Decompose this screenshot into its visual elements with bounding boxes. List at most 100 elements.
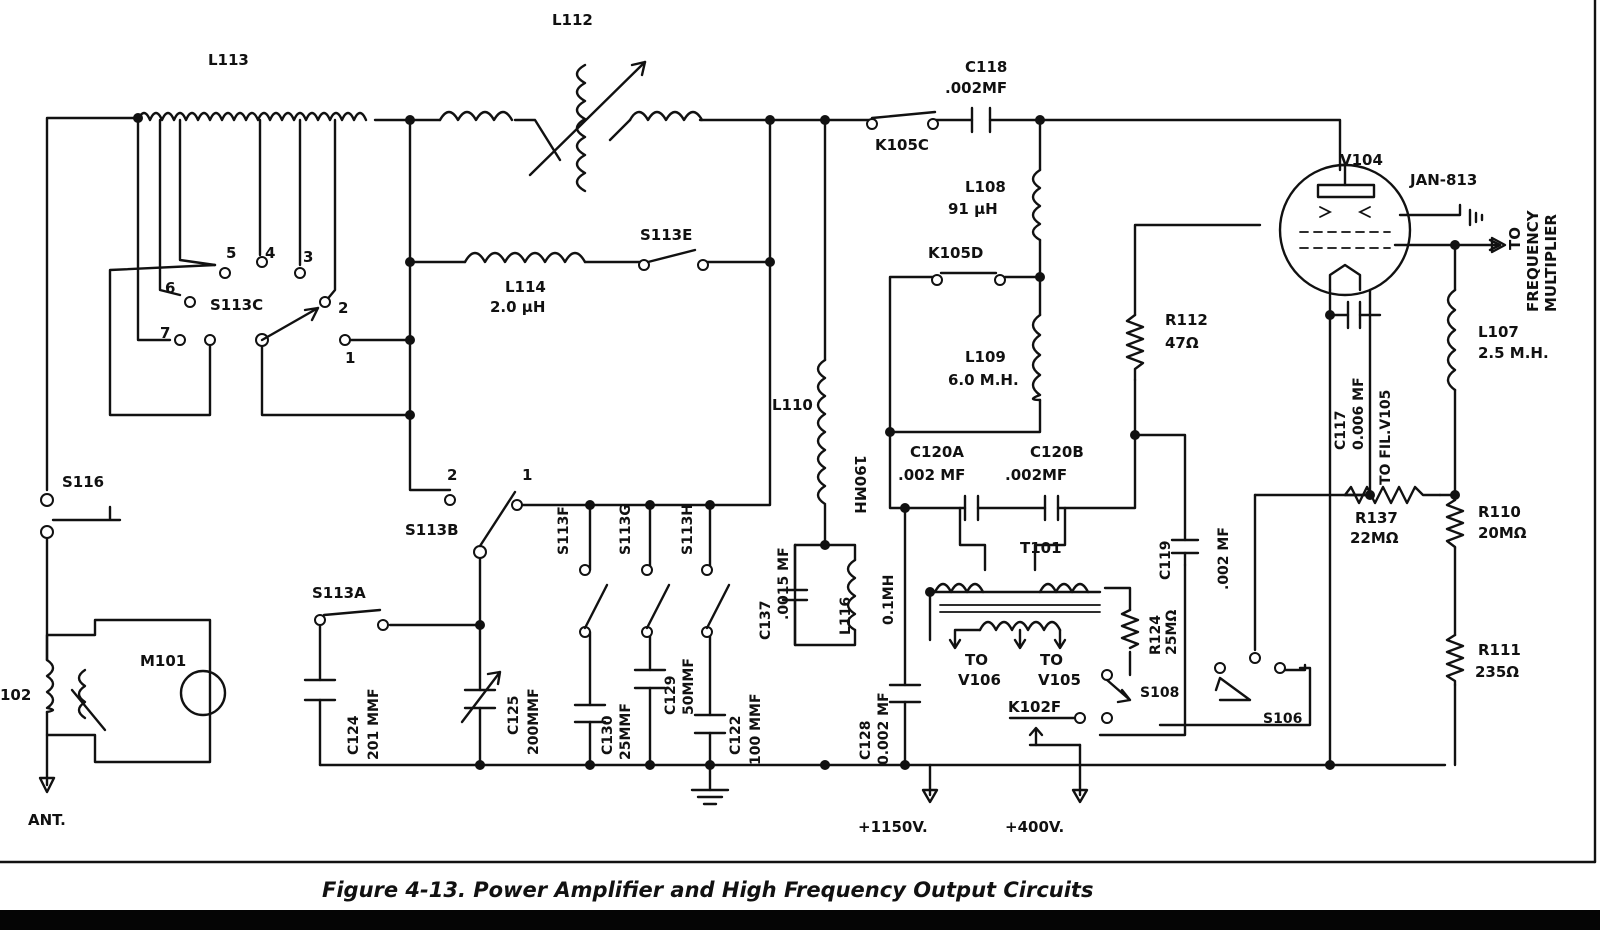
label-pos-4: 4	[265, 244, 275, 262]
resistor-r137	[1343, 485, 1442, 505]
label-pos-3: 3	[303, 248, 313, 266]
label-r110-value: 20MΩ	[1478, 524, 1527, 542]
meter-m101	[179, 669, 227, 717]
label-c122: C122	[728, 716, 744, 756]
label-multiplier: MULTIPLIER	[1542, 214, 1560, 312]
label-r111-value: 235Ω	[1475, 663, 1519, 681]
label-r137: R137	[1355, 509, 1398, 527]
label-to-fil-v105: TO FIL.V105	[1378, 390, 1394, 485]
label-l114-value: 2.0 µH	[490, 298, 545, 316]
label-c122-value: 100 MMF	[748, 693, 764, 765]
label-r124-value: 25MΩ	[1164, 610, 1180, 655]
label-s116: S116	[62, 473, 104, 491]
inductor-l112-left	[438, 110, 514, 122]
label-c117: C117	[1333, 411, 1349, 451]
label-c129-value: 50MMF	[681, 658, 697, 715]
label-pos-6: 6	[165, 279, 175, 297]
label-c118: C118	[965, 58, 1007, 76]
label-s113b-1: 1	[522, 466, 532, 484]
label-c128-value: 0.002 MF	[876, 692, 892, 765]
capacitor-c124	[303, 678, 337, 702]
label-ant: ANT.	[28, 811, 66, 829]
label-r137-value: 22MΩ	[1350, 529, 1399, 547]
capacitor-c125	[460, 670, 502, 724]
transformer-t101	[933, 582, 1101, 650]
resistor-r124	[1120, 608, 1140, 650]
inductor-l112-variable	[528, 60, 647, 193]
label-plus-400v: +400V.	[1005, 818, 1064, 836]
resistor-r112	[1125, 313, 1145, 382]
capacitor-c137	[781, 543, 809, 647]
label-r112: R112	[1165, 311, 1208, 329]
label-l116-value: 0.1MH	[881, 575, 897, 625]
capacitor-c119	[1170, 538, 1200, 567]
label-l113: L113	[208, 51, 249, 69]
label-l108-value: 91 µH	[948, 200, 998, 218]
resistor-r110	[1445, 498, 1465, 550]
label-l116: L116	[838, 597, 854, 635]
label-s113a: S113A	[312, 584, 366, 602]
label-l107-value: 2.5 M.H.	[1478, 344, 1549, 362]
antenna-arrow	[38, 776, 56, 794]
inductor-l110	[816, 358, 827, 506]
label-s113c: S113C	[210, 296, 263, 314]
label-plus-1150v: +1150V.	[858, 818, 928, 836]
label-l110-value: 190MH	[851, 455, 869, 514]
label-c129: C129	[663, 676, 679, 716]
inductor-l109	[1031, 313, 1042, 402]
label-to-frequency: TO	[1506, 227, 1524, 250]
label-l107: L107	[1478, 323, 1519, 341]
label-s108: S108	[1140, 685, 1179, 701]
label-v105: V105	[1038, 671, 1081, 689]
label-c125-value: 200MMF	[526, 688, 542, 755]
label-m101: M101	[140, 652, 186, 670]
inductor-l108	[1031, 168, 1042, 242]
junctions	[133, 113, 1460, 770]
capacitor-c117	[1346, 300, 1362, 330]
label-l109: L109	[965, 348, 1006, 366]
label-k102f: K102F	[1008, 698, 1061, 716]
label-pos-2: 2	[338, 299, 348, 317]
label-v104-type: JAN-813	[1409, 171, 1477, 189]
capacitor-c122	[693, 713, 727, 735]
label-r110: R110	[1478, 503, 1521, 521]
label-c128: C128	[858, 721, 874, 761]
label-t101: T101	[1020, 539, 1062, 557]
label-l102: 102	[0, 686, 31, 704]
label-v104: V104	[1340, 151, 1383, 169]
label-k105d: K105D	[928, 244, 983, 262]
label-r111: R111	[1478, 641, 1521, 659]
resistor-r111	[1445, 633, 1465, 687]
label-pos-5: 5	[226, 244, 236, 262]
label-pos-7: 7	[160, 324, 170, 342]
inductor-l116	[846, 558, 857, 632]
label-c120a-value: .002 MF	[898, 466, 965, 484]
inductor-l107	[1446, 288, 1457, 392]
label-v106: V106	[958, 671, 1001, 689]
label-c120b-value: .002MF	[1005, 466, 1067, 484]
switch-contacts	[40, 110, 1286, 747]
figure-caption: Figure 4-13. Power Amplifier and High Fr…	[322, 878, 1093, 902]
capacitor-c120b	[1043, 494, 1060, 522]
label-c130: C130	[600, 715, 616, 755]
label-c118-value: .002MF	[945, 79, 1007, 97]
scan-edge-bar	[0, 910, 1600, 930]
inductor-l113	[136, 111, 368, 122]
label-c130-value: 25MMF	[618, 703, 634, 760]
label-c120a: C120A	[910, 443, 964, 461]
label-c124-value: 201 MMF	[366, 688, 382, 760]
label-pos-1: 1	[345, 349, 355, 367]
inductor-l114	[463, 251, 587, 264]
wiring	[45, 116, 1502, 806]
label-s113f: S113F	[556, 506, 572, 555]
label-l110: L110	[772, 396, 813, 414]
label-to-v106: TO	[965, 651, 988, 669]
component-labels: L113 L112 C118 .002MF K105C V104 JAN-813…	[0, 11, 1560, 836]
label-c124: C124	[346, 715, 362, 755]
label-l114: L114	[505, 278, 546, 296]
label-c137: C137	[758, 601, 774, 641]
label-c120b: C120B	[1030, 443, 1084, 461]
label-s106: S106	[1263, 711, 1302, 727]
label-r112-value: 47Ω	[1165, 334, 1199, 352]
